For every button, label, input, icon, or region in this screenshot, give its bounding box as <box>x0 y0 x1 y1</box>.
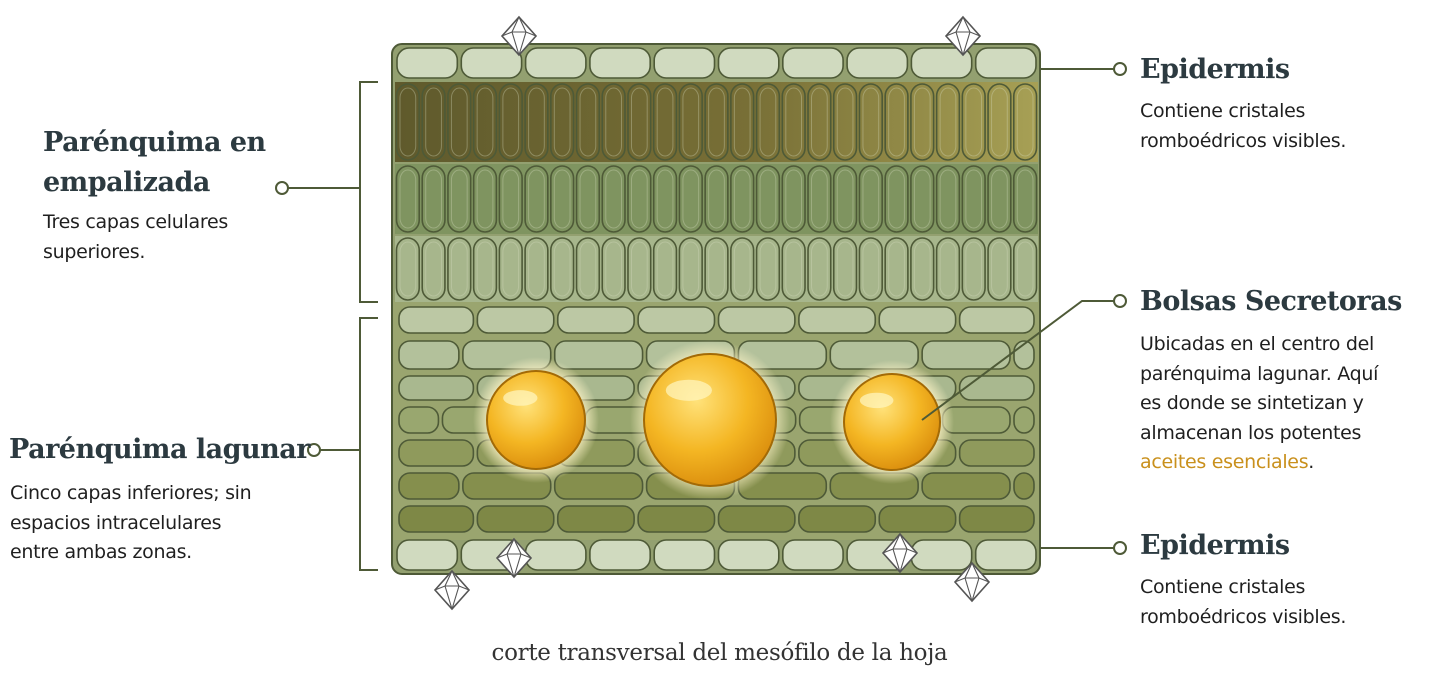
epidermis-bottom-cell <box>397 540 457 570</box>
essential-oils-highlight: aceites esenciales <box>1140 451 1308 473</box>
spongy-cell <box>558 307 634 333</box>
spongy-desc-line1: Cinco capas inferiores; sin <box>10 479 251 509</box>
oil-droplet-3 <box>844 374 940 470</box>
spongy-cell <box>960 440 1034 466</box>
spongy-cell <box>399 407 438 433</box>
spongy-cell <box>719 506 795 532</box>
epidermis-top-description: Contiene cristales romboédricos visibles… <box>1140 97 1346 156</box>
diagram-caption: corte transversal del mesófilo de la hoj… <box>0 640 1439 666</box>
secretory-desc-line1: Ubicadas en el centro del <box>1140 330 1378 360</box>
spongy-cell <box>399 473 459 499</box>
palisade-title-line2: empalizada <box>43 163 266 203</box>
epidermis-bottom-cell <box>654 540 714 570</box>
epidermis-bottom-desc-line2: romboédricos visibles. <box>1140 603 1346 633</box>
epidermis-bottom-cell <box>719 540 779 570</box>
spongy-cell <box>1014 407 1034 433</box>
epidermis-top-cell <box>526 48 586 78</box>
spongy-cell <box>719 307 795 333</box>
palisade-title-line1: Parénquima en <box>43 123 266 163</box>
epidermis-bottom-desc-line1: Contiene cristales <box>1140 573 1346 603</box>
palisade-row-1-band <box>395 82 1038 162</box>
oil-droplet-2 <box>644 354 776 486</box>
spongy-cell <box>555 473 643 499</box>
secretory-connector-dot <box>1114 295 1126 307</box>
epidermis-top-cell <box>461 48 521 78</box>
oil-droplet-highlight <box>503 390 537 406</box>
spongy-cell <box>960 376 1034 400</box>
spongy-cell <box>799 506 875 532</box>
spongy-cell <box>399 440 473 466</box>
epidermis-top-title: Epidermis <box>1140 50 1290 90</box>
spongy-cell <box>399 376 473 400</box>
palisade-desc-line1: Tres capas celulares <box>43 208 228 238</box>
spongy-description: Cinco capas inferiores; sin espacios int… <box>10 479 251 568</box>
spongy-cell <box>922 473 1010 499</box>
epidermis-bottom-cell <box>526 540 586 570</box>
epidermis-top-cell <box>654 48 714 78</box>
epidermis-top-cell <box>397 48 457 78</box>
epidermis-top-cell <box>847 48 907 78</box>
rhombohedral-crystal-icon <box>435 571 469 609</box>
secretory-description: Ubicadas en el centro del parénquima lag… <box>1140 330 1378 478</box>
spongy-cell <box>399 307 473 333</box>
spongy-cell <box>879 506 955 532</box>
palisade-title: Parénquima en empalizada <box>43 123 266 203</box>
spongy-cell <box>638 307 714 333</box>
epidermis-top-cell <box>590 48 650 78</box>
spongy-desc-line3: entre ambas zonas. <box>10 538 251 568</box>
spongy-cell <box>960 506 1034 532</box>
spongy-desc-line2: espacios intracelulares <box>10 509 251 539</box>
epidermis-bottom-title: Epidermis <box>1140 526 1290 566</box>
spongy-cell <box>399 341 459 369</box>
epidermis-top-cell <box>783 48 843 78</box>
epidermis-top-desc-line2: romboédricos visibles. <box>1140 127 1346 157</box>
oil-droplet-highlight <box>666 380 712 401</box>
spongy-cell <box>555 341 643 369</box>
spongy-cell <box>399 506 473 532</box>
epidermis-bottom-cell <box>590 540 650 570</box>
secretory-desc-line3: es donde se sintetizan y <box>1140 389 1378 419</box>
spongy-bracket <box>320 318 378 570</box>
epidermis-bottom-cell <box>911 540 971 570</box>
secretory-desc-line2: parénquima lagunar. Aquí <box>1140 360 1378 390</box>
secretory-title: Bolsas Secretoras <box>1140 282 1402 322</box>
spongy-cell <box>638 506 714 532</box>
spongy-cell <box>960 307 1034 333</box>
secretory-desc-line5: aceites esenciales. <box>1140 448 1378 478</box>
secretory-pockets <box>473 340 954 500</box>
oil-droplet-1 <box>487 371 585 469</box>
spongy-cell <box>879 307 955 333</box>
spongy-cell <box>477 506 553 532</box>
spongy-cell <box>799 307 875 333</box>
epidermis-bottom-cell <box>976 540 1036 570</box>
epidermis-top-cell <box>719 48 779 78</box>
epidermis-bottom-connector-dot <box>1114 542 1126 554</box>
crystal-outline <box>435 571 469 609</box>
palisade-bracket <box>288 82 378 302</box>
epidermis-top-connector-dot <box>1114 63 1126 75</box>
epidermis-top-desc-line1: Contiene cristales <box>1140 97 1346 127</box>
epidermis-bottom-description: Contiene cristales romboédricos visibles… <box>1140 573 1346 632</box>
palisade-connector-dot <box>276 182 288 194</box>
epidermis-bottom-cell <box>783 540 843 570</box>
secretory-desc-period: . <box>1308 451 1314 473</box>
oil-droplet-highlight <box>860 393 894 408</box>
palisade-description: Tres capas celulares superiores. <box>43 208 228 267</box>
palisade-parenchyma <box>395 82 1038 302</box>
spongy-title: Parénquima lagunar <box>9 430 310 470</box>
palisade-desc-line2: superiores. <box>43 238 228 268</box>
spongy-cell <box>1014 473 1034 499</box>
spongy-cell <box>558 506 634 532</box>
secretory-desc-line4: almacenan los potentes <box>1140 419 1378 449</box>
epidermis-top-cell <box>976 48 1036 78</box>
spongy-cell <box>477 307 553 333</box>
